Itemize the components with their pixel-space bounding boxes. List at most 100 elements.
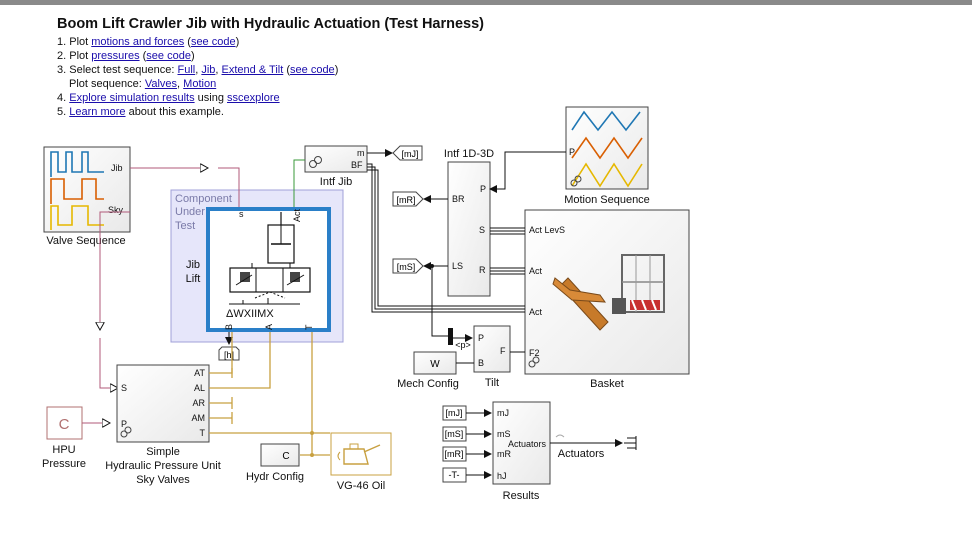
svg-text:[mJ]: [mJ] bbox=[446, 408, 463, 418]
from-mj-tag[interactable]: [mJ] bbox=[442, 405, 467, 421]
connection-s-levs bbox=[490, 227, 525, 235]
link-see-code-1[interactable]: see code bbox=[190, 36, 236, 48]
intf-jib-port-bf: BF bbox=[351, 160, 363, 170]
hpu-pressure-block[interactable]: C bbox=[46, 406, 83, 440]
svg-text:[mR]: [mR] bbox=[445, 449, 464, 459]
from-mr-tag[interactable]: [mR] bbox=[442, 446, 467, 462]
jib-port-b: B bbox=[224, 324, 234, 330]
tilt-port-b: B bbox=[478, 358, 484, 368]
step-2: 2. Plot pressures (see code) bbox=[57, 50, 195, 62]
intf-port-br: BR bbox=[452, 194, 465, 204]
results-label: Results bbox=[503, 490, 540, 502]
jib-port-s: s bbox=[239, 209, 244, 219]
link-explore-results[interactable]: Explore simulation results bbox=[69, 92, 195, 104]
intf-port-ls: LS bbox=[452, 261, 463, 271]
valve-sequence-label: Valve Sequence bbox=[46, 235, 125, 247]
results-port-mj: mJ bbox=[497, 408, 509, 418]
cut-label-1: Component bbox=[175, 193, 232, 205]
vg46-oil-block[interactable] bbox=[330, 432, 392, 476]
valve-seq-port-sky: Sky bbox=[108, 205, 124, 215]
svg-text:C: C bbox=[59, 416, 70, 433]
jib-port-act: Act bbox=[292, 208, 302, 222]
svg-text:[mS]: [mS] bbox=[397, 262, 416, 272]
simple-hpu-label-1: Simple bbox=[146, 446, 180, 458]
simple-hpu-block[interactable] bbox=[116, 364, 210, 443]
results-port-hj: hJ bbox=[497, 471, 507, 481]
results-center-label: Actuators bbox=[508, 439, 547, 449]
link-see-code-2[interactable]: see code bbox=[146, 50, 191, 62]
bus-selector[interactable] bbox=[448, 328, 453, 345]
bus-signal-label: <p> bbox=[455, 340, 471, 350]
svg-text:[mR]: [mR] bbox=[397, 195, 416, 205]
goto-mr-tag[interactable]: [mR] bbox=[392, 191, 424, 207]
wireless-icon bbox=[555, 434, 565, 438]
link-full[interactable]: Full bbox=[177, 64, 196, 76]
link-motion[interactable]: Motion bbox=[183, 78, 217, 90]
intf-port-r: R bbox=[479, 265, 486, 275]
jib-lift-label-2: Lift bbox=[186, 273, 201, 285]
goto-h-tag[interactable]: [h] bbox=[218, 346, 240, 361]
intf-jib-block[interactable] bbox=[304, 145, 368, 173]
terminator-block[interactable] bbox=[624, 436, 637, 450]
jib-lift-label-1: Jib bbox=[186, 259, 200, 271]
results-port-ms: mS bbox=[497, 429, 511, 439]
basket-block[interactable] bbox=[524, 209, 690, 375]
simple-hpu-label-2: Hydraulic Pressure Unit bbox=[105, 460, 221, 472]
intf-port-p: P bbox=[480, 184, 486, 194]
from-t-tag[interactable]: -T- bbox=[442, 467, 467, 483]
basket-port-act-2: Act bbox=[529, 307, 543, 317]
svg-text:W: W bbox=[430, 359, 440, 370]
link-pressures[interactable]: pressures bbox=[91, 50, 140, 62]
svg-text:[mJ]: [mJ] bbox=[402, 149, 419, 159]
step-3: 3. Select test sequence: Full, Jib, Exte… bbox=[57, 64, 339, 76]
motion-seq-port-p: P bbox=[569, 147, 575, 157]
link-jib[interactable]: Jib bbox=[201, 64, 216, 76]
connection-r-act bbox=[490, 267, 525, 275]
mech-config-block[interactable]: W bbox=[413, 351, 457, 375]
hpu-port-ar: AR bbox=[192, 398, 205, 408]
valve-sequence-block[interactable] bbox=[43, 146, 131, 233]
motion-sequence-label: Motion Sequence bbox=[564, 194, 650, 206]
oil-label: VG-46 Oil bbox=[337, 480, 385, 492]
basket-port-f2: F2 bbox=[529, 348, 540, 358]
mech-config-label: Mech Config bbox=[397, 378, 459, 390]
from-ms-tag[interactable]: [mS] bbox=[442, 426, 467, 442]
hydr-config-block[interactable]: C bbox=[260, 443, 300, 467]
hpu-port-al: AL bbox=[194, 383, 205, 393]
tilt-block[interactable] bbox=[473, 325, 511, 373]
results-port-mr: mR bbox=[497, 449, 511, 459]
jib-port-t: T bbox=[304, 324, 314, 330]
link-learn-more[interactable]: Learn more bbox=[69, 106, 126, 118]
link-see-code-3[interactable]: see code bbox=[290, 64, 335, 76]
results-block[interactable] bbox=[492, 401, 551, 485]
jib-port-a: A bbox=[264, 324, 274, 330]
jib-lift-block[interactable]: ΔWXIIMX bbox=[206, 207, 331, 332]
motion-sequence-block[interactable] bbox=[565, 106, 649, 190]
tilt-label: Tilt bbox=[485, 377, 499, 389]
actuators-signal-label: Actuators bbox=[558, 448, 605, 460]
window-top-border bbox=[0, 0, 972, 5]
intf-1d3d-block[interactable] bbox=[447, 161, 491, 297]
link-valves[interactable]: Valves bbox=[144, 78, 178, 90]
intf-jib-label: Intf Jib bbox=[320, 176, 352, 188]
step-5: 5. Learn more about this example. bbox=[57, 106, 224, 118]
cut-label-2: Under bbox=[175, 206, 205, 218]
goto-ms-tag[interactable]: [mS] bbox=[392, 258, 424, 274]
step-4: 4. Explore simulation results using ssce… bbox=[57, 92, 280, 104]
hpu-port-p: P bbox=[121, 419, 127, 429]
cut-label-3: Test bbox=[175, 220, 195, 232]
svg-text:[mS]: [mS] bbox=[445, 429, 464, 439]
goto-mj-tag[interactable]: [mJ] bbox=[392, 145, 423, 161]
hpu-port-at: AT bbox=[194, 368, 205, 378]
hpu-port-s: S bbox=[121, 383, 127, 393]
link-motions-forces[interactable]: motions and forces bbox=[91, 36, 185, 48]
hpu-pressure-label-2: Pressure bbox=[42, 458, 86, 470]
step-3-plot: Plot sequence: Valves, Motion bbox=[69, 78, 217, 90]
link-extend-tilt[interactable]: Extend & Tilt bbox=[221, 64, 284, 76]
intf-port-s: S bbox=[479, 225, 485, 235]
basket-port-act-1: Act bbox=[529, 266, 543, 276]
intf-jib-port-m: m bbox=[357, 148, 365, 158]
link-sscexplore[interactable]: sscexplore bbox=[227, 92, 280, 104]
svg-text:C: C bbox=[282, 451, 289, 462]
